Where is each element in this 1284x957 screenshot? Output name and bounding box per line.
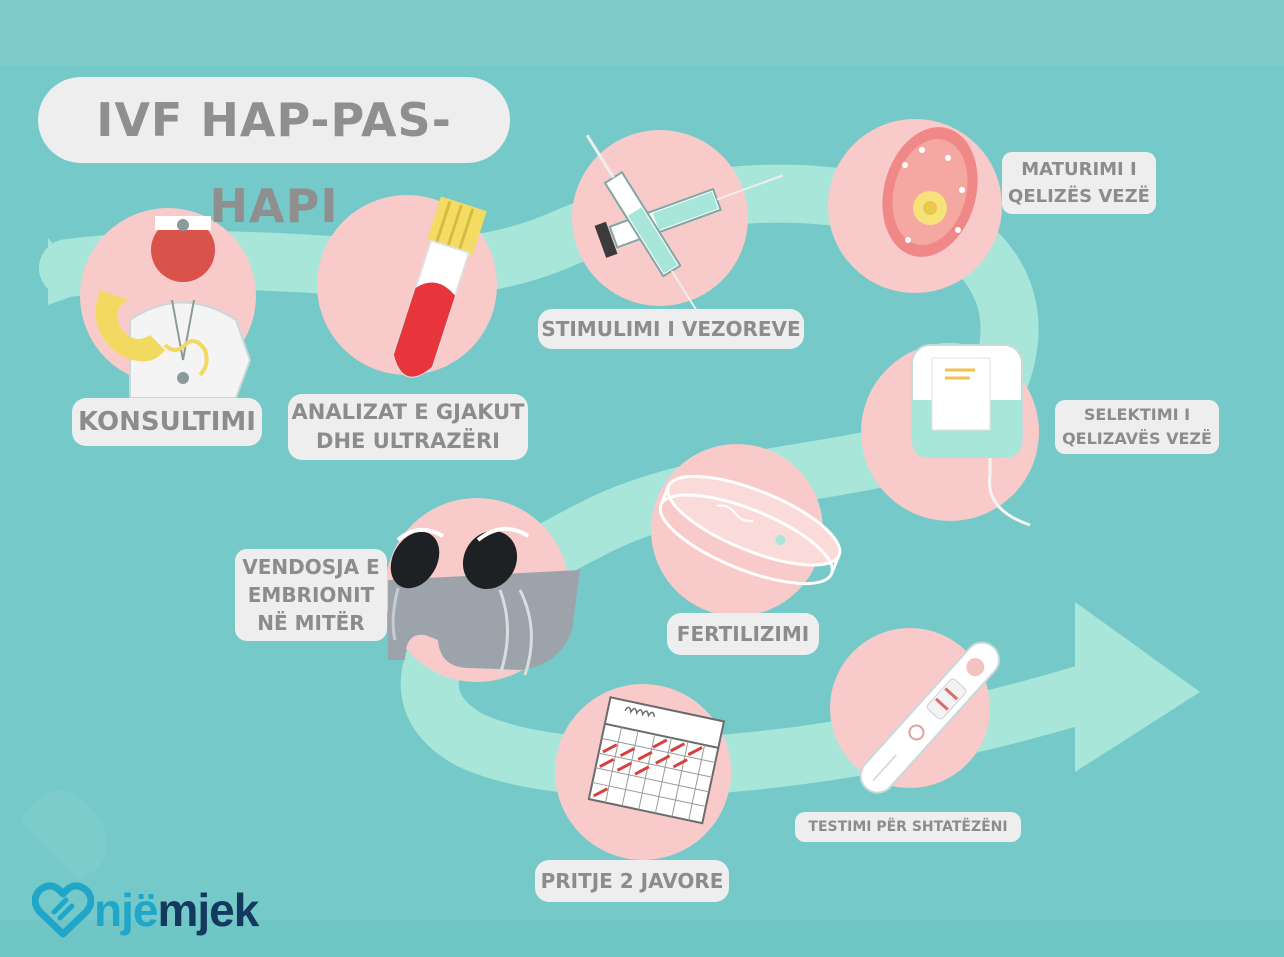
step-label-line: PRITJE 2 JAVORE [540,869,724,893]
iv-bag-icon [861,343,1039,527]
stirrups-chair-icon [385,498,580,682]
blood-tube-icon [317,195,497,378]
syringe-icon [572,130,784,331]
doctor-phone-icon [80,208,256,399]
ribbon-tail [48,238,90,305]
egg-cell-icon [828,119,1002,293]
step-label-fertilizimi: FERTILIZIMI [667,613,819,655]
brand-logo: një mjek [32,880,259,940]
heart-logo-icon [32,882,94,938]
arrow-head [1075,602,1200,772]
petri-dish-icon [651,444,842,616]
step-label-stimulimi: STIMULIMI I VEZOREVE [538,309,804,349]
logo-text-part2: mjek [157,884,259,936]
step-label-line: NË MITËR [257,611,365,635]
step-label-line: EMBRIONIT [247,583,375,607]
step-label-line: ANALIZAT E GJAKUT [291,400,525,424]
step-label-pritje: PRITJE 2 JAVORE [535,860,729,902]
calendar-icon [555,684,731,860]
logo-text-part1: një [94,884,158,936]
step-label-line: VENDOSJA E [242,555,380,579]
step-label-konsultimi: KONSULTIMI [72,398,262,446]
step-label-line: QELIZËS VEZË [1008,186,1150,207]
step-label-line: DHE ULTRAZËRI [316,429,500,453]
step-label-analizat: ANALIZAT E GJAKUT DHE ULTRAZËRI [288,394,528,460]
step-label-line: STIMULIMI I VEZOREVE [541,317,801,341]
step-label-line: FERTILIZIMI [676,622,810,646]
page-title: IVF HAP-PAS-HAPI [38,77,510,233]
bottom-band [0,920,1284,957]
step-label-line: TESTIMI PËR SHTATËZËNI [808,819,1008,835]
decor-blob [20,790,107,880]
step-label-maturimi: MATURIMI I QELIZËS VEZË [1002,152,1156,214]
step-label-line: QELIZAVËS VEZË [1062,429,1212,448]
top-band [0,0,1284,66]
step-label-vendosja: VENDOSJA E EMBRIONIT NË MITËR [235,549,387,641]
pregnancy-test-icon [830,628,1001,794]
step-label-testimi: TESTIMI PËR SHTATËZËNI [795,812,1021,842]
step-label-line: SELEKTIMI I [1083,405,1191,424]
step-label-line: KONSULTIMI [78,407,256,437]
step-label-selektimi: SELEKTIMI I QELIZAVËS VEZË [1055,400,1219,454]
step-label-line: MATURIMI I [1021,159,1137,180]
